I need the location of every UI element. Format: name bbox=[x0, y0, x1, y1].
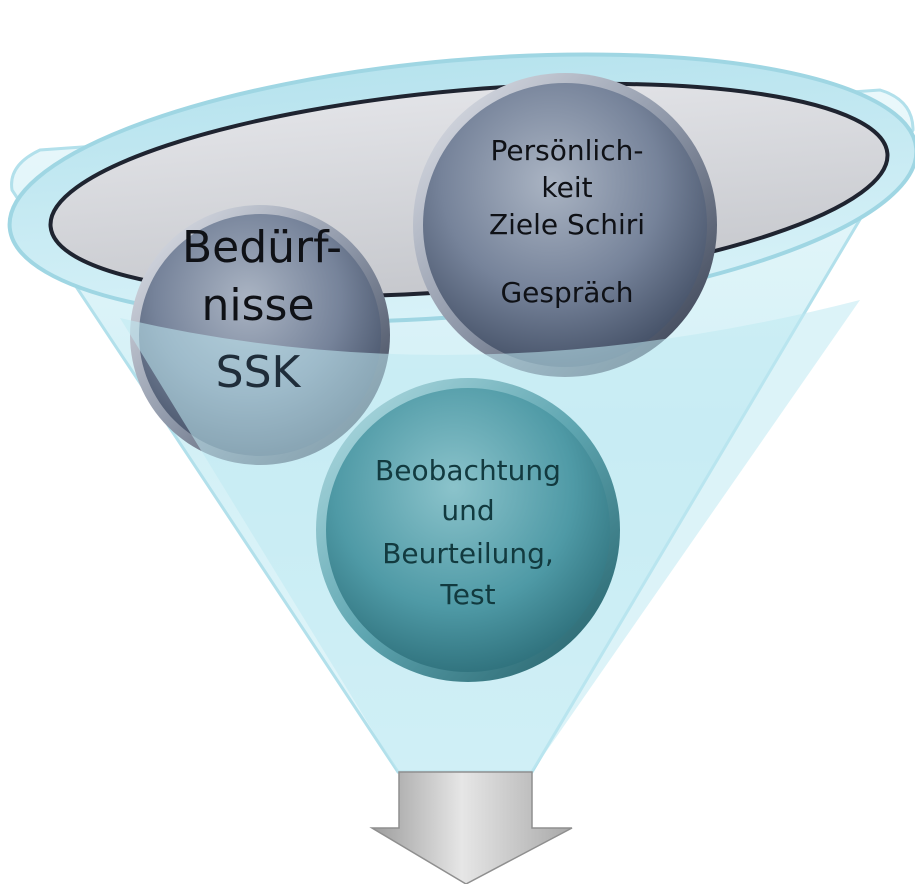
circle-beobachtung bbox=[316, 378, 620, 682]
label-beduerfnisse-line-1: Bedürf- bbox=[182, 222, 342, 273]
label-beobachtung: Beobachtung und Beurteilung, Test bbox=[375, 454, 561, 611]
label-beobachtung-line-4: Test bbox=[439, 578, 495, 611]
label-beduerfnisse-line-2: nisse bbox=[201, 280, 314, 331]
label-persoenlichkeit: Persönlich- keit Ziele Schiri Gespräch bbox=[489, 134, 645, 309]
down-arrow-icon bbox=[369, 771, 573, 885]
label-beobachtung-line-1: Beobachtung bbox=[375, 454, 561, 487]
label-beduerfnisse-line-3: SSK bbox=[216, 347, 302, 398]
label-persoenlichkeit-line-1: Persönlich- bbox=[491, 134, 644, 167]
label-beobachtung-line-3: Beurteilung, bbox=[382, 537, 554, 570]
label-persoenlichkeit-line-4: Gespräch bbox=[500, 276, 633, 309]
label-beduerfnisse: Bedürf- nisse SSK bbox=[182, 222, 342, 398]
label-persoenlichkeit-line-3: Ziele Schiri bbox=[489, 208, 645, 241]
label-persoenlichkeit-line-2: keit bbox=[541, 171, 592, 204]
circle-persoenlichkeit bbox=[413, 73, 717, 377]
label-beobachtung-line-2: und bbox=[441, 494, 494, 527]
